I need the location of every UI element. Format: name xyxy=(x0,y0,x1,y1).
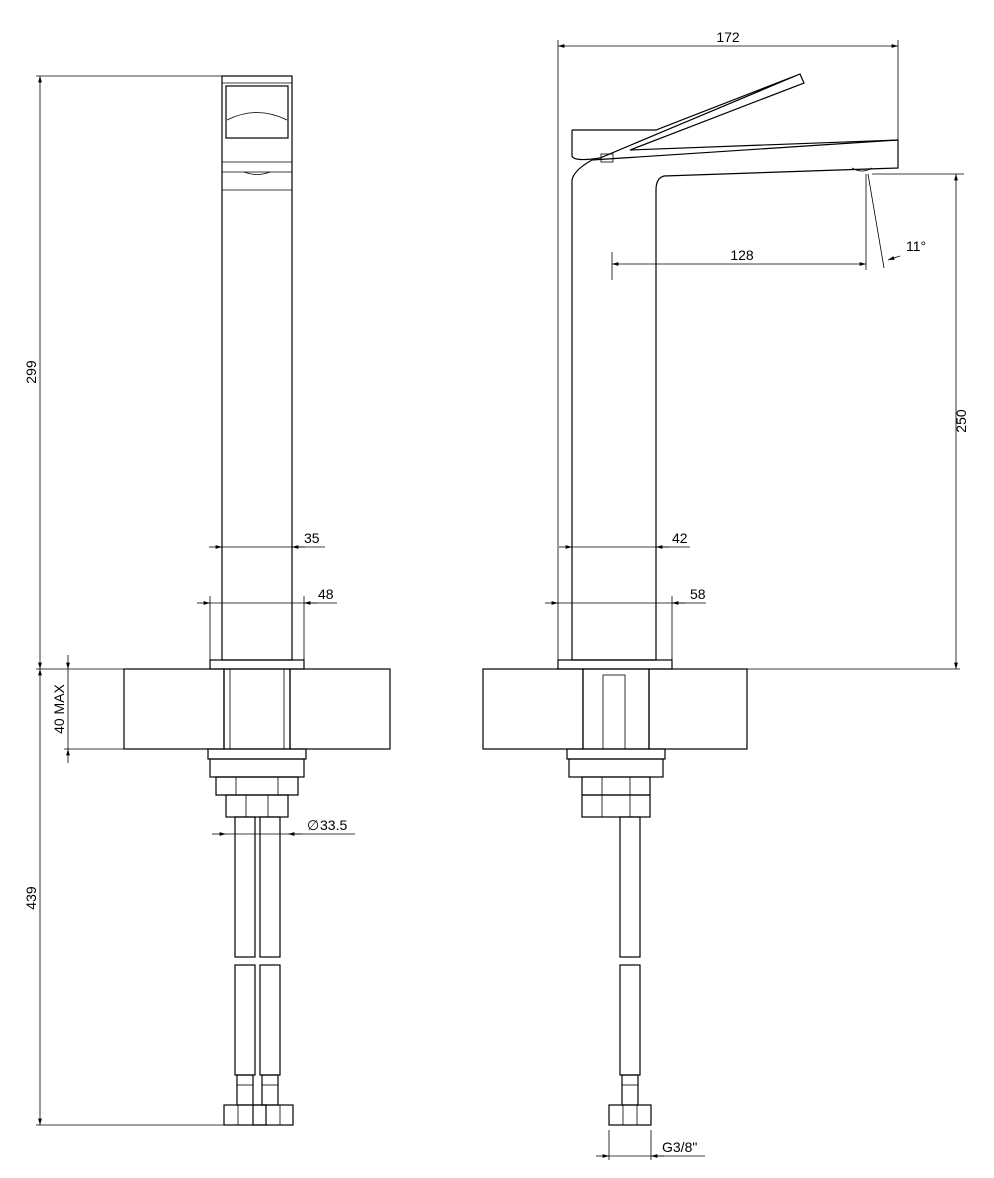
dim-hose-length: 439 xyxy=(23,886,39,910)
front-view: 299 40 MAX 439 35 48 ∅ 33.5 xyxy=(23,75,391,1126)
side-handle-lever xyxy=(571,73,899,161)
front-deck-left xyxy=(123,668,225,750)
front-deck-hole xyxy=(223,668,291,750)
dim-spout-height: 250 xyxy=(953,409,969,433)
front-body xyxy=(221,75,293,661)
dim-connection-thread: G3/8" xyxy=(662,1139,697,1155)
side-base-plate xyxy=(557,659,673,670)
side-view: 172 128 11° 250 42 58 G3/8" xyxy=(482,29,969,1160)
front-connector-left xyxy=(223,1104,267,1126)
dim-spout-angle: 11° xyxy=(906,238,926,254)
front-nut xyxy=(209,758,305,778)
front-shank xyxy=(225,794,289,818)
diameter-symbol: ∅ xyxy=(307,817,319,833)
front-base-plate xyxy=(209,659,305,670)
side-body-spout xyxy=(571,139,899,661)
dim-base-width: 48 xyxy=(318,586,334,602)
front-washer xyxy=(207,748,307,760)
dim-base-depth: 58 xyxy=(690,586,706,602)
front-connector-right xyxy=(252,1104,294,1126)
side-hose-upper xyxy=(619,816,641,958)
dim-body-width: 35 xyxy=(304,530,320,546)
side-deck-left xyxy=(482,668,584,750)
dim-tail-diameter: 33.5 xyxy=(320,817,347,833)
dim-overall-height: 299 xyxy=(23,360,39,384)
dim-body-depth: 42 xyxy=(672,530,688,546)
dim-spout-reach: 128 xyxy=(730,247,754,263)
side-hose-lower xyxy=(619,964,641,1076)
side-deck-right xyxy=(648,668,748,750)
side-deck-hole xyxy=(582,668,650,750)
front-deck-right xyxy=(289,668,391,750)
front-spout-opening xyxy=(225,85,289,139)
side-connector xyxy=(608,1104,652,1126)
front-hose-right-lower xyxy=(259,964,281,1076)
dim-overall-length: 172 xyxy=(716,29,740,45)
dim-deck-thickness: 40 MAX xyxy=(51,683,67,733)
front-hose-left-upper xyxy=(234,816,256,958)
front-hose-left-lower xyxy=(234,964,256,1076)
front-hose-right-upper xyxy=(259,816,281,958)
side-washer xyxy=(566,748,666,760)
